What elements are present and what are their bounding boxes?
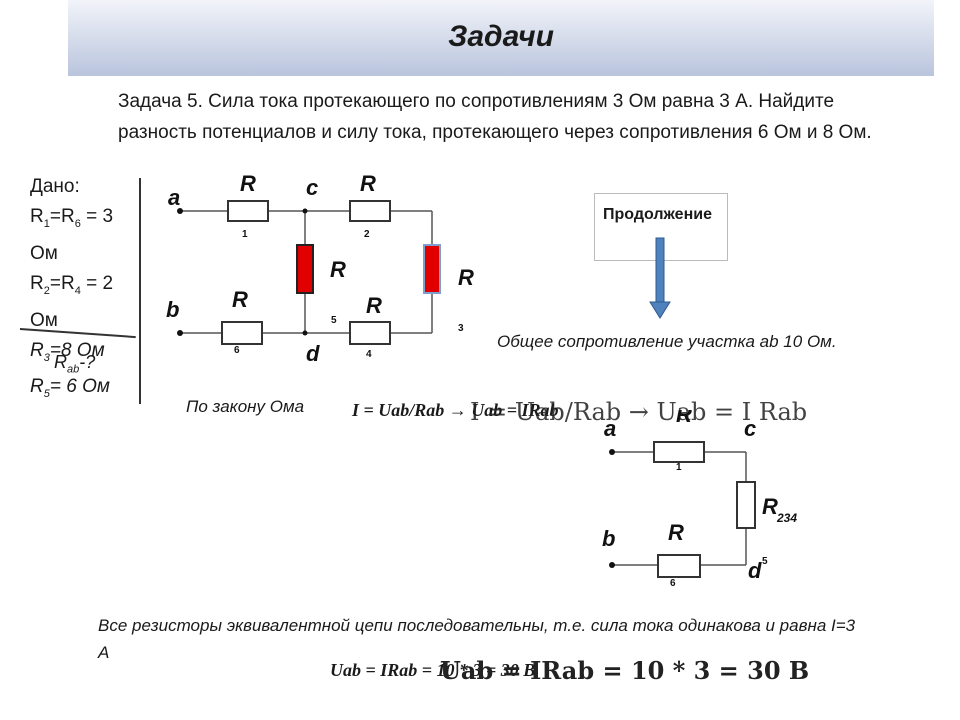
label-r6-eq-sub: 6 [670,578,676,589]
label-r1: R [240,171,256,196]
slide-title: Задачи [448,20,554,53]
circuit-diagram-equivalent: a b c d R R R 234 1 5 6 [602,410,797,589]
label-r4-sub: 4 [366,349,372,360]
final-formula-large: Uab = IRab = 10 * 3 = 30 В [440,656,810,685]
total-resistance-text: Общее сопротивление участка ab 10 Ом. [497,332,837,351]
given-rab: Rab-? [54,352,96,376]
label-r4: R [366,293,382,318]
given-r1: R1=R6 = 3 Ом [30,206,114,264]
label-r3: R [458,265,474,290]
label-node-d: d [306,341,320,365]
label-r5-eq-sub: 5 [762,556,768,567]
given-r2: R2=R4 = 2 Ом [30,272,114,331]
node-d [302,330,308,336]
label-r6-sub: 6 [234,345,240,356]
label-r2: R [360,171,376,196]
terminal-a [177,208,183,214]
label-r1-eq: R [676,410,692,427]
given-r3: R3=8 Ом [30,339,105,364]
resistor-r5 [296,244,314,294]
ohm-formula-large: I = Uab/Rab → Uab = I Rab [470,398,808,426]
final-formula-small: Uab = IRab = 10 * 3 = 30 В [330,660,536,680]
label-r234-sub: 234 [776,511,797,525]
resistor-r6-eq [657,554,701,578]
arrow-down-icon [649,237,671,319]
label-node-a: a [168,185,180,210]
resistor-r234 [736,481,756,529]
label-node-c-eq: c [744,416,756,441]
ohm-formula-small: I = Uab/Rab → Uab = IRab [352,400,559,420]
label-r5: R [330,257,346,282]
resistor-r3 [423,244,441,294]
given-title: Дано: [30,176,80,197]
label-node-c: c [306,175,318,200]
terminal-b [177,330,183,336]
resistor-r4 [349,321,391,345]
terminal-a-eq [609,449,615,455]
label-node-a-eq: a [604,416,616,441]
given-divider-vertical [139,178,141,404]
slide-header: Задачи [68,0,934,76]
label-r2-sub: 2 [364,229,370,240]
label-r6-eq: R [668,520,684,545]
given-r5: R5= 6 Ом [30,376,110,401]
resistor-r1-eq [653,441,705,463]
given-block: Дано: R1=R6 = 3 Ом R2=R4 = 2 Ом R3=8 Ом … [30,172,142,409]
label-r234: R [762,494,778,519]
label-r1-sub: 1 [242,229,248,240]
label-r5-sub: 5 [331,315,337,326]
node-c [302,208,308,214]
label-node-d-eq: d [748,558,762,583]
resistor-r1 [227,200,269,222]
label-node-b: b [166,297,179,322]
terminal-b-eq [609,562,615,568]
label-r6: R [232,287,248,312]
resistor-r6 [221,321,263,345]
ohm-law-label: По закону Ома [186,397,305,416]
label-r1-eq-sub: 1 [676,462,682,473]
circuit-diagram-full: a b c d R R R R R R 1 2 5 3 6 4 [166,171,474,365]
task-statement: Задача 5. Сила тока протекающего по сопр… [118,91,872,143]
label-r3-sub: 3 [458,323,464,334]
resistor-r2 [349,200,391,222]
series-explanation: Все резисторы эквивалентной цепи последо… [98,616,856,662]
label-node-b-eq: b [602,526,615,551]
